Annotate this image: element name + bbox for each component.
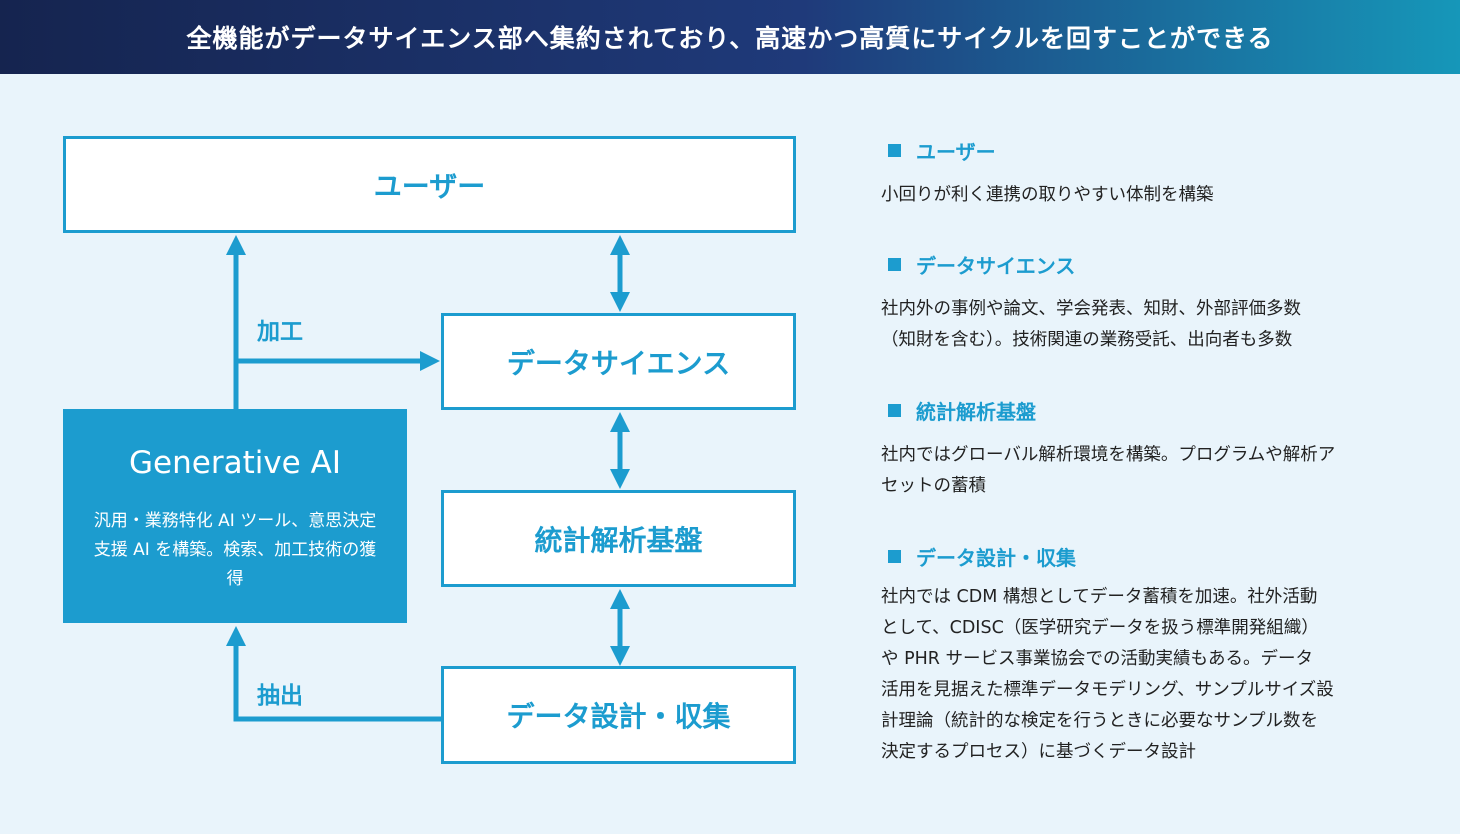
arrow-data-design-to-genai <box>226 626 441 722</box>
data-design-label: データ設計・収集 <box>506 700 731 733</box>
square-bullet-icon <box>888 403 901 417</box>
extract-label: 抽出 <box>257 683 303 709</box>
info-item-data-design: データ設計・収集 社内では CDM 構想としてデータ蓄積を加速。社外活動 として… <box>881 542 1401 768</box>
stat-platform-box: 統計解析基盤 <box>441 490 796 587</box>
info-heading: データサイエンス <box>916 253 1076 278</box>
info-body: 社内では CDM 構想としてデータ蓄積を加速。社外活動 として、CDISC（医学… <box>881 587 1334 762</box>
info-item-stat-platform: 統計解析基盤 社内ではグローバル解析環境を構築。プログラムや解析ア セットの蓄積 <box>881 396 1401 502</box>
info-item-user: ユーザー 小回りが利く連携の取りやすい体制を構築 <box>881 136 1401 211</box>
info-body: 小回りが利く連携の取りやすい体制を構築 <box>881 185 1214 205</box>
data-science-box: データサイエンス <box>441 313 796 410</box>
info-body: 社内ではグローバル解析環境を構築。プログラムや解析ア セットの蓄積 <box>881 445 1336 496</box>
page-header: 全機能がデータサイエンス部へ集約されており、高速かつ高質にサイクルを回すことがで… <box>0 0 1460 74</box>
square-bullet-icon <box>888 143 901 157</box>
info-heading: ユーザー <box>916 139 996 164</box>
user-label: ユーザー <box>373 169 486 203</box>
generative-ai-box: Generative AI 汎用・業務特化 AI ツール、意思決定支援 AI を… <box>63 409 407 623</box>
data-design-box: データ設計・収集 <box>441 666 796 764</box>
data-science-label: データサイエンス <box>506 346 731 380</box>
user-box: ユーザー <box>63 136 796 233</box>
generative-ai-title: Generative AI <box>129 445 341 481</box>
square-bullet-icon <box>888 257 901 271</box>
info-item-data-science: データサイエンス 社内外の事例や論文、学会発表、知財、外部評価多数 （知財を含む… <box>881 250 1401 356</box>
stat-platform-label: 統計解析基盤 <box>534 523 703 557</box>
process-label: 加工 <box>257 319 303 345</box>
info-heading: データ設計・収集 <box>916 545 1076 570</box>
square-bullet-icon <box>888 549 901 563</box>
generative-ai-description: 汎用・業務特化 AI ツール、意思決定支援 AI を構築。検索、加工技術の獲得 <box>93 511 377 589</box>
page-title: 全機能がデータサイエンス部へ集約されており、高速かつ高質にサイクルを回すことがで… <box>186 24 1274 53</box>
info-body: 社内外の事例や論文、学会発表、知財、外部評価多数 （知財を含む）。技術関連の業務… <box>881 299 1301 350</box>
info-heading: 統計解析基盤 <box>916 399 1036 424</box>
